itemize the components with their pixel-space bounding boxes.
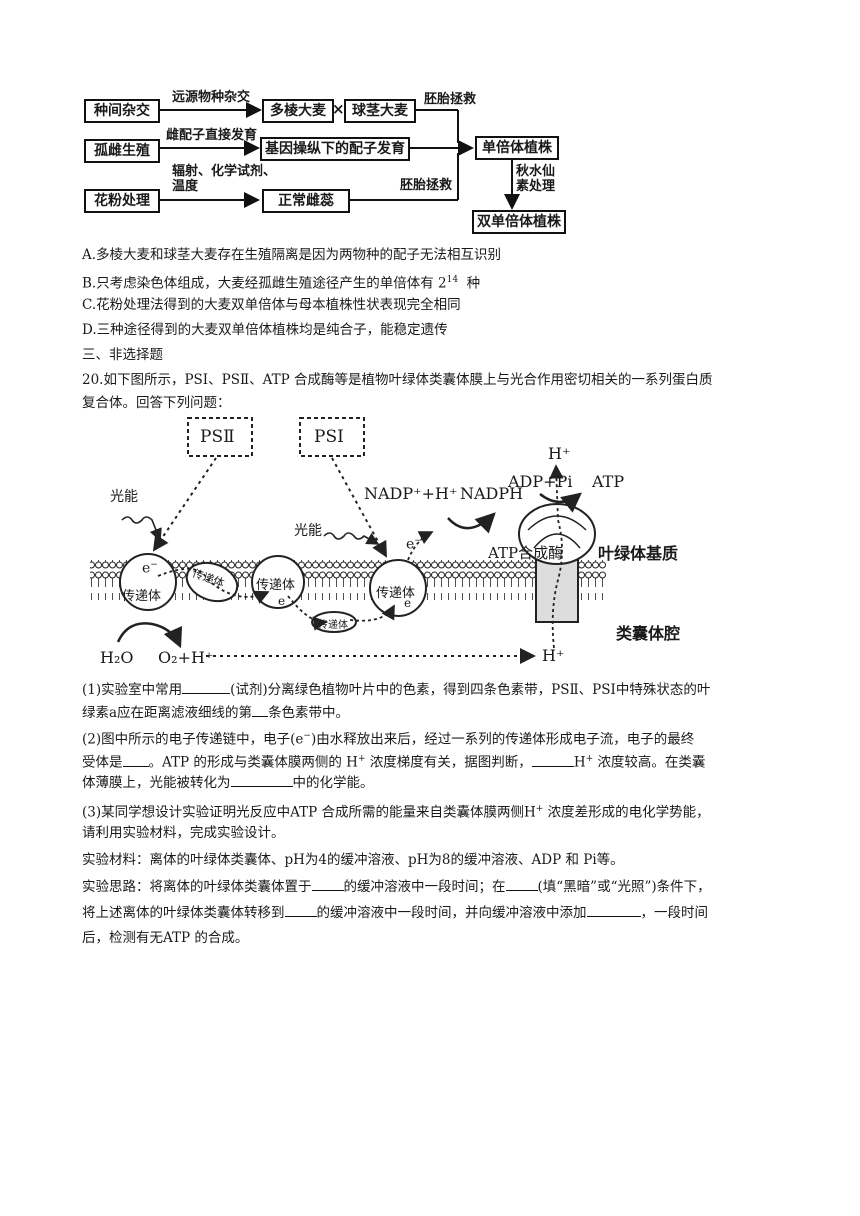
thylakoid-diagram: PSⅡ PSⅠ 光能 光能 传递体 传递体 传递体 传递体 传递体 e− e e… — [88, 410, 708, 675]
answer-blank-acceptor[interactable] — [122, 753, 149, 767]
stroma-label: 叶绿体基质 — [598, 544, 679, 563]
hybrid-box: 种间杂交 — [84, 99, 160, 123]
adp-label: ADP+Pi — [508, 472, 573, 491]
h2o-label: H₂O — [100, 648, 134, 667]
carrier-label-3: 传递体 — [256, 578, 296, 593]
embryo-rescue-label-1: 胚胎拯救 — [424, 92, 477, 107]
light-label-2: 光能 — [294, 523, 322, 539]
q20-stem-line2: 复合体。回答下列问题： — [82, 395, 231, 411]
hplus-top-label: H⁺ — [548, 444, 571, 463]
idea-line3: 后，检测有无ATP 的合成。 — [82, 930, 249, 946]
embryo-rescue-label-2: 胚胎拯救 — [400, 178, 453, 193]
electron-label-1: e− — [142, 560, 158, 577]
flowchart-arrows — [158, 102, 520, 210]
option-b-tail: 种 — [458, 275, 481, 292]
gynogenesis-box: 孤雌生殖 — [84, 139, 160, 163]
nadp-label: NADP⁺+H⁺ — [364, 484, 458, 503]
q3-line1: (3)某同学想设计实验证明光反应中ATP 合成所需的能量来自类囊体膜两侧H+ 浓… — [82, 804, 710, 821]
breeding-flowchart: 种间杂交 远源物种杂交 多棱大麦 × 球茎大麦 胚胎拯救 孤雌生殖 雌配子直接发… — [80, 88, 600, 238]
option-b-text: B.只考虑染色体组成，大麦经孤雌生殖途径产生的单倍体有 2 — [82, 275, 447, 292]
materials-line: 实验材料：离体的叶绿体类囊体、pH为4的缓冲溶液、pH为8的缓冲溶液、ADP 和… — [82, 852, 624, 868]
female-gamete-label: 雌配子直接发育 — [166, 128, 258, 143]
q1-line1: (1)实验室中常用(试剂)分离绿色植物叶片中的色素，得到四条色素带，PSⅡ、PS… — [82, 680, 711, 698]
answer-blank-add[interactable] — [586, 903, 641, 917]
carrier-label-1: 传递体 — [122, 589, 162, 604]
psii-label: PSⅡ — [200, 427, 235, 447]
gene-control-box: 基因操纵下的配子发育 — [260, 137, 410, 161]
multi-barley-box: 多棱大麦 — [262, 99, 334, 123]
bulb-barley-box: 球茎大麦 — [344, 99, 416, 123]
atp-label: ATP — [592, 472, 625, 491]
answer-blank-condition[interactable] — [505, 877, 538, 891]
idea-line2: 将上述离体的叶绿体类囊体转移到的缓冲溶液中一段时间，并向缓冲溶液中添加，一段时间 — [82, 903, 708, 921]
section-title: 三、非选择题 — [82, 347, 163, 363]
idea-line1: 实验思路：将离体的叶绿体类囊体置于的缓冲溶液中一段时间；在(填“黑暗”或“光照”… — [82, 877, 711, 895]
carrier-label-5: 传递体 — [376, 586, 416, 601]
option-b-exponent: 14 — [446, 275, 459, 285]
option-c: C.花粉处理法得到的大麦双单倍体与母本植株性状表现完全相同 — [82, 297, 461, 313]
double-haploid-box: 双单倍体植株 — [472, 210, 566, 234]
haploid-box: 单倍体植株 — [475, 136, 559, 160]
q3-line2: 请利用实验材料，完成实验设计。 — [82, 825, 285, 841]
distant-label: 远源物种杂交 — [172, 90, 251, 105]
option-b: B.只考虑染色体组成，大麦经孤雌生殖途径产生的单倍体有 214 种 — [82, 271, 480, 293]
times-symbol: × — [332, 100, 345, 118]
q2-line2: 受体是。ATP 的形成与类囊体膜两侧的 H+ 浓度梯度有关，据图判断，H+ 浓度… — [82, 753, 706, 771]
light-label-1: 光能 — [110, 489, 138, 505]
option-d: D.三种途径得到的大麦双单倍体植株均是纯合子，能稳定遗传 — [82, 322, 448, 338]
answer-blank-ph1[interactable] — [311, 877, 344, 891]
colchicine-label: 秋水仙 素处理 — [516, 164, 556, 194]
carrier-label-4: 传递体 — [318, 620, 348, 631]
q1-line2: 绿素a应在距离滤液细线的第条色素带中。 — [82, 703, 350, 721]
atp-synthase-label: ATP合成酶 — [488, 544, 564, 562]
answer-blank-chemical[interactable] — [230, 773, 293, 787]
q2-line3: 体薄膜上，光能被转化为中的化学能。 — [82, 773, 374, 791]
normal-pistil-box: 正常雌蕊 — [262, 189, 350, 213]
answer-blank-band[interactable] — [252, 703, 269, 717]
thylakoid-drawing — [90, 417, 606, 664]
electron-label-3: e — [404, 596, 412, 610]
radiation-label: 辐射、化学试剂、 温度 — [172, 164, 277, 194]
option-a: A.多棱大麦和球茎大麦存在生殖隔离是因为两物种的配子无法相互识别 — [82, 247, 502, 263]
pollen-box: 花粉处理 — [84, 189, 160, 213]
lumen-label: 类囊体腔 — [616, 624, 681, 643]
hplus-bottom-label: H⁺ — [542, 646, 565, 665]
answer-blank-reagent[interactable] — [182, 680, 231, 694]
electron-label-2: e — [278, 594, 286, 608]
electron-label-4: e− — [406, 536, 422, 553]
answer-blank-side[interactable] — [531, 753, 574, 767]
nadph-label: NADPH — [460, 484, 524, 503]
q20-stem-line1: 20.如下图所示，PSI、PSⅡ、ATP 合成酶等是植物叶绿体类囊体膜上与光合作… — [82, 372, 713, 388]
o2-label: O₂+H⁺ — [158, 648, 214, 667]
answer-blank-ph2[interactable] — [284, 903, 317, 917]
q2-line1: (2)图中所示的电子传递链中，电子(e−)由水释放出来后，经过一系列的传递体形成… — [82, 731, 695, 748]
psi-label: PSⅠ — [314, 427, 344, 447]
